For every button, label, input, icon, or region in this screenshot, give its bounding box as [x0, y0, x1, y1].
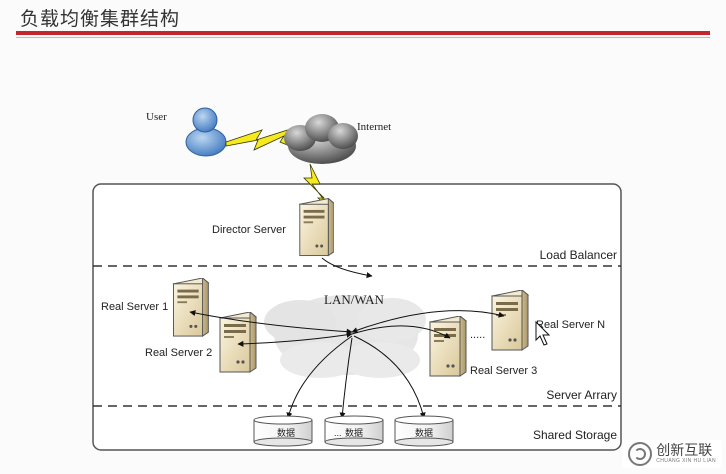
real-server-2-icon — [219, 312, 257, 373]
real-server-3-icon — [429, 316, 467, 377]
storage-disk-2-label: 数据 — [345, 427, 363, 439]
title-divider — [16, 37, 710, 38]
load-balancer-zone-label: Load Balancer — [540, 248, 617, 262]
storage-disk-1-label: 数据 — [277, 427, 295, 439]
real-server-n-icon — [491, 290, 529, 351]
storage-disk-2: ... 数据 — [324, 415, 384, 447]
storage-disk-3: 数据 — [394, 415, 454, 447]
storage-ellipsis: ... — [334, 428, 342, 438]
server-array-zone-label: Server Arrary — [546, 388, 617, 402]
storage-disk-3-label: 数据 — [415, 427, 433, 439]
lan-wan-cloud — [264, 295, 426, 378]
shared-storage-zone-label: Shared Storage — [533, 428, 617, 442]
real-server-n-label: Real Server N — [536, 319, 605, 331]
watermark-subtext: CHUANG XIN HU LIAN — [656, 458, 716, 464]
director-server-icon — [299, 198, 334, 257]
real-server-1-icon — [172, 278, 209, 337]
internet-cloud-icon — [284, 114, 358, 164]
lightning-bolt-internet-director — [303, 163, 331, 209]
real-server-3-label: Real Server 3 — [470, 365, 537, 377]
watermark-logo-icon — [628, 442, 653, 466]
watermark: 创新互联 CHUANG XIN HU LIAN — [622, 440, 722, 468]
real-server-2-label: Real Server 2 — [145, 347, 212, 359]
page-title: 负载均衡集群结构 — [20, 8, 181, 30]
server-ellipsis: ..... — [470, 329, 485, 341]
title-underline — [16, 31, 710, 35]
user-icon — [185, 107, 227, 157]
mouse-cursor-icon — [535, 320, 551, 346]
director-label: Director Server — [212, 224, 286, 236]
network-connectors — [189, 310, 505, 419]
user-label: User — [146, 111, 167, 123]
watermark-text: 创新互联 — [656, 443, 713, 459]
storage-disk-1: 数据 — [253, 415, 313, 447]
lan-wan-label: LAN/WAN — [324, 292, 385, 307]
director-lan-connector — [321, 257, 373, 279]
internet-label: Internet — [357, 121, 391, 133]
real-server-1-label: Real Server 1 — [101, 301, 168, 313]
